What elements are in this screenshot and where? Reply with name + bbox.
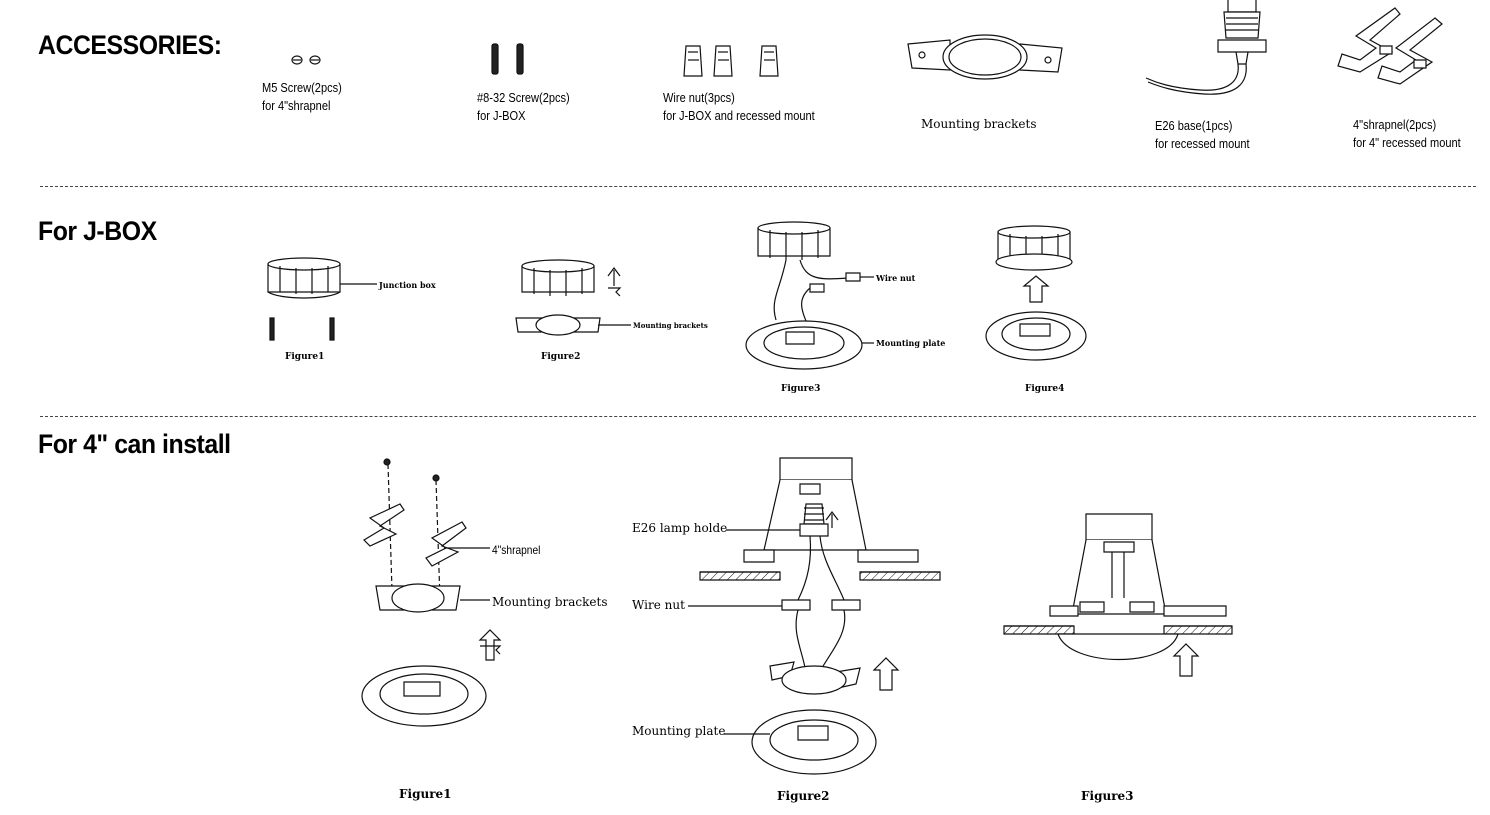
- shrapnel-caption: 4"shrapnel(2pcs) for 4" recessed mount: [1353, 116, 1461, 152]
- m5-screw-usage: for 4"shrapnel: [262, 98, 331, 113]
- mounting-brackets-caption: Mounting brackets: [921, 117, 1037, 131]
- mounting-plate-label: Mounting plate: [632, 724, 726, 738]
- section-divider: [40, 416, 1476, 417]
- e26-base-caption: E26 base(1pcs) for recessed mount: [1155, 117, 1250, 153]
- section-divider: [40, 186, 1476, 187]
- junction-box-icon: [268, 258, 377, 340]
- mounting-bracket-icon: [908, 35, 1062, 79]
- 832-screw-caption: #8-32 Screw(2pcs) for J-BOX: [477, 89, 570, 125]
- junction-box-with-bracket-icon: [516, 260, 631, 335]
- m5-screw-icon: [292, 56, 320, 64]
- e26-lamp-holder-label: E26 lamp holde: [632, 521, 728, 535]
- e26-base-usage: for recessed mount: [1155, 136, 1250, 151]
- wire-nut-label: Wire nut: [876, 273, 916, 283]
- m5-screw-caption: M5 Screw(2pcs) for 4"shrapnel: [262, 79, 342, 115]
- figure-label: Figure1: [399, 787, 452, 801]
- figure-label: Figure3: [1081, 789, 1134, 803]
- wire-nut-caption: Wire nut(3pcs) for J-BOX and recessed mo…: [663, 89, 815, 125]
- figure-label: Figure2: [541, 352, 581, 362]
- junction-box-wiring-icon: [746, 222, 874, 369]
- m5-screw-label: M5 Screw(2pcs): [262, 80, 342, 95]
- shrapnel-bracket-assembly-icon: [362, 459, 500, 726]
- section-heading-accessories: ACCESSORIES:: [38, 30, 222, 60]
- e26-base-label: E26 base(1pcs): [1155, 118, 1233, 133]
- wire-nut-icon: [684, 46, 778, 76]
- 832-screw-usage: for J-BOX: [477, 108, 526, 123]
- 832-screw-icon: [492, 44, 523, 74]
- shrapnel-usage: for 4" recessed mount: [1353, 135, 1461, 150]
- junction-box-assembly-icon: [986, 226, 1086, 360]
- junction-box-label: Junction box: [379, 280, 436, 290]
- figure-label: Figure3: [781, 384, 821, 394]
- recessed-can-wiring-icon: [688, 458, 940, 774]
- mounting-plate-label: Mounting plate: [876, 338, 946, 348]
- 832-screw-label: #8-32 Screw(2pcs): [477, 90, 570, 105]
- shrapnel-label: 4"shrapnel(2pcs): [1353, 117, 1437, 132]
- section-heading-jbox: For J-BOX: [38, 216, 157, 246]
- wire-nut-label: Wire nut: [632, 598, 685, 612]
- figure-label: Figure1: [285, 352, 325, 362]
- shrapnel-icon: [1338, 8, 1442, 84]
- mounting-brackets-label: Mounting brackets: [633, 321, 708, 330]
- section-heading-can-install: For 4" can install: [38, 429, 231, 459]
- figure-label: Figure4: [1025, 384, 1065, 394]
- shrapnel-label: 4"shrapnel: [492, 543, 541, 557]
- wire-nut-label: Wire nut(3pcs): [663, 90, 735, 105]
- recessed-can-installed-icon: [1004, 514, 1232, 676]
- e26-base-icon: [1146, 0, 1266, 94]
- mounting-brackets-label: Mounting brackets: [492, 595, 608, 609]
- figure-label: Figure2: [777, 789, 830, 803]
- wire-nut-usage: for J-BOX and recessed mount: [663, 108, 815, 123]
